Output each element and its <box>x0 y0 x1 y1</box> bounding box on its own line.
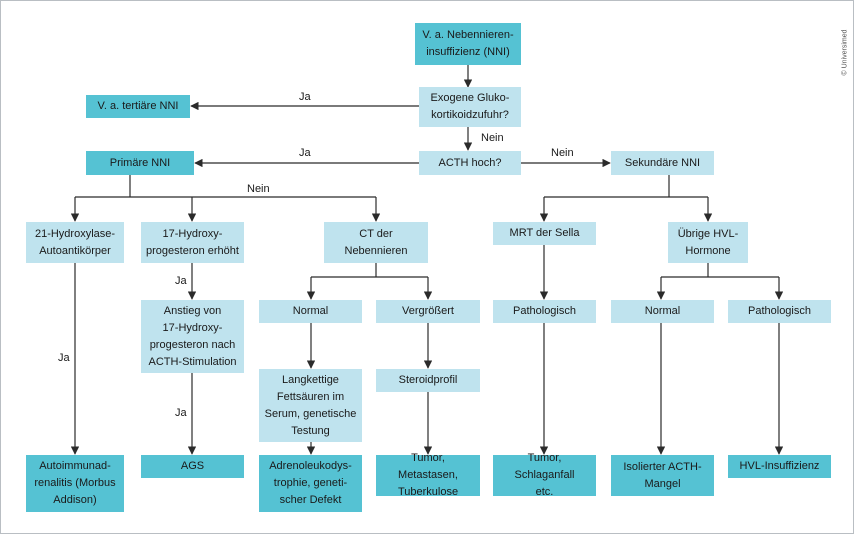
node-tumor2: Tumor, Schlaganfall etc. <box>493 452 596 498</box>
label-nein-sekundaer: Nein <box>551 147 574 159</box>
copyright-text: © Universimed <box>841 28 849 76</box>
node-hvl-insuff: HVL-Insuffizienz <box>728 455 831 478</box>
copyright-watermark: © Universimed <box>839 7 851 97</box>
label-ja-tertiaer: Ja <box>299 91 311 103</box>
node-hvl: Übrige HVL- Hormone <box>668 222 748 263</box>
node-acth: ACTH hoch? <box>419 151 521 175</box>
node-steroid: Steroidprofil <box>376 369 480 392</box>
node-hvl-path: Pathologisch <box>728 300 831 323</box>
node-mrt: MRT der Sella <box>493 222 596 245</box>
node-fettsaeuren: Langkettige Fettsäuren im Serum, genetis… <box>259 369 362 442</box>
node-hydroxylase: 21-Hydroxylase- Autoantikörper <box>26 222 124 263</box>
label-ja-autoimmun: Ja <box>58 352 70 364</box>
node-start: V. a. Nebennieren- insuffizienz (NNI) <box>415 23 521 65</box>
node-anstieg: Anstieg von 17-Hydroxy- progesteron nach… <box>141 300 244 373</box>
node-hydroxyprog: 17-Hydroxy- progesteron erhöht <box>141 222 244 263</box>
node-ct-normal: Normal <box>259 300 362 323</box>
node-autoimmun: Autoimmunad- renalitis (Morbus Addison) <box>26 455 124 512</box>
label-ja-anstieg: Ja <box>175 275 187 287</box>
node-hvl-normal: Normal <box>611 300 714 323</box>
node-adreno: Adrenoleukodys- trophie, geneti- scher D… <box>259 455 362 512</box>
node-mrt-path: Pathologisch <box>493 300 596 323</box>
label-ja-ags: Ja <box>175 407 187 419</box>
node-tertiaer: V. a. tertiäre NNI <box>86 95 190 118</box>
node-ct: CT der Nebennieren <box>324 222 428 263</box>
node-ags: AGS <box>141 455 244 478</box>
node-primaer: Primäre NNI <box>86 151 194 175</box>
node-tumor1: Tumor, Metastasen, Tuberkulose <box>376 452 480 498</box>
label-ja-primaer: Ja <box>299 147 311 159</box>
label-nein-acth: Nein <box>481 132 504 144</box>
node-sekundaer: Sekundäre NNI <box>611 151 714 175</box>
node-acth-mangel: Isolierter ACTH- Mangel <box>611 455 714 496</box>
node-exogen: Exogene Gluko- kortikoidzufuhr? <box>419 87 521 127</box>
label-nein-primaer: Nein <box>247 183 270 195</box>
node-ct-vergr: Vergrößert <box>376 300 480 323</box>
